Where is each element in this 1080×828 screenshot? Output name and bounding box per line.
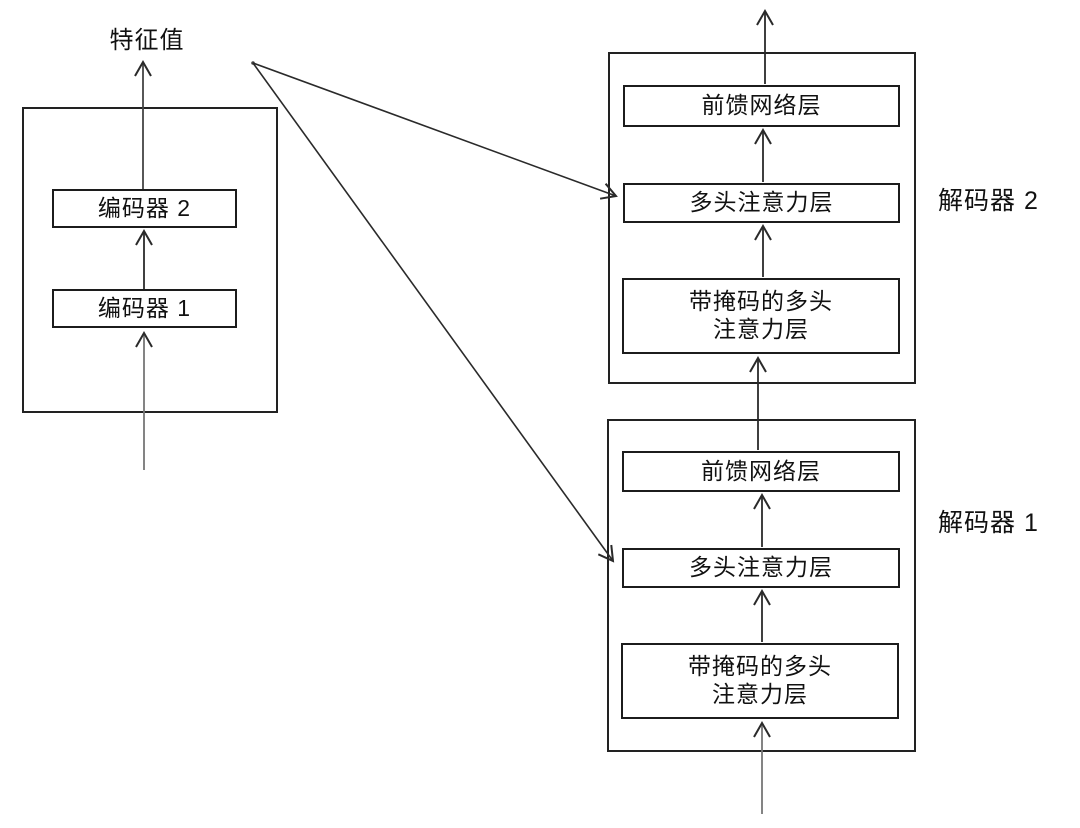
encoder-1-label: 编码器 1 bbox=[97, 294, 192, 321]
decoder-2-masked-multi-head-attention-layer-box: 带掩码的多头 注意力层 bbox=[622, 278, 900, 354]
encoder-2-label: 编码器 2 bbox=[97, 194, 192, 221]
decoder-2-multi-head-attention-layer-label: 多头注意力层 bbox=[689, 189, 834, 216]
feature-value-label: 特征值 bbox=[109, 27, 185, 54]
decoder-1-group-label: 解码器 1 bbox=[938, 509, 1039, 537]
decoder-2-feed-forward-layer-label: 前馈网络层 bbox=[701, 92, 822, 119]
encoder-1-box: 编码器 1 bbox=[52, 289, 237, 328]
encoder-2-box: 编码器 2 bbox=[52, 189, 237, 228]
decoder-2-multi-head-attention-layer-box: 多头注意力层 bbox=[623, 183, 900, 223]
decoder-2-group-label: 解码器 2 bbox=[938, 187, 1039, 215]
fanout-origin-dot bbox=[251, 61, 255, 65]
encoder-stack-box bbox=[22, 107, 278, 413]
decoder-1-masked-mha-label-line2: 注意力层 bbox=[712, 681, 808, 707]
decoder-1-feed-forward-layer-label: 前馈网络层 bbox=[701, 457, 821, 484]
decoder-2-masked-mha-label-line2: 注意力层 bbox=[713, 316, 809, 342]
decoder-1-feed-forward-layer-box: 前馈网络层 bbox=[622, 451, 900, 492]
decoder-1-multi-head-attention-layer-box: 多头注意力层 bbox=[622, 548, 900, 588]
decoder-2-masked-mha-label-line1: 带掩码的多头 bbox=[689, 288, 833, 315]
arrow-features-to-decoder2-attention bbox=[252, 62, 618, 200]
decoder-2-feed-forward-layer-box: 前馈网络层 bbox=[623, 85, 900, 127]
decoder-1-masked-mha-label-line1: 带掩码的多头 bbox=[688, 653, 832, 680]
decoder-1-masked-multi-head-attention-layer-box: 带掩码的多头 注意力层 bbox=[621, 643, 899, 719]
decoder-1-multi-head-attention-layer-label: 多头注意力层 bbox=[689, 554, 833, 581]
arrow-features-to-decoder1-attention bbox=[252, 62, 615, 563]
